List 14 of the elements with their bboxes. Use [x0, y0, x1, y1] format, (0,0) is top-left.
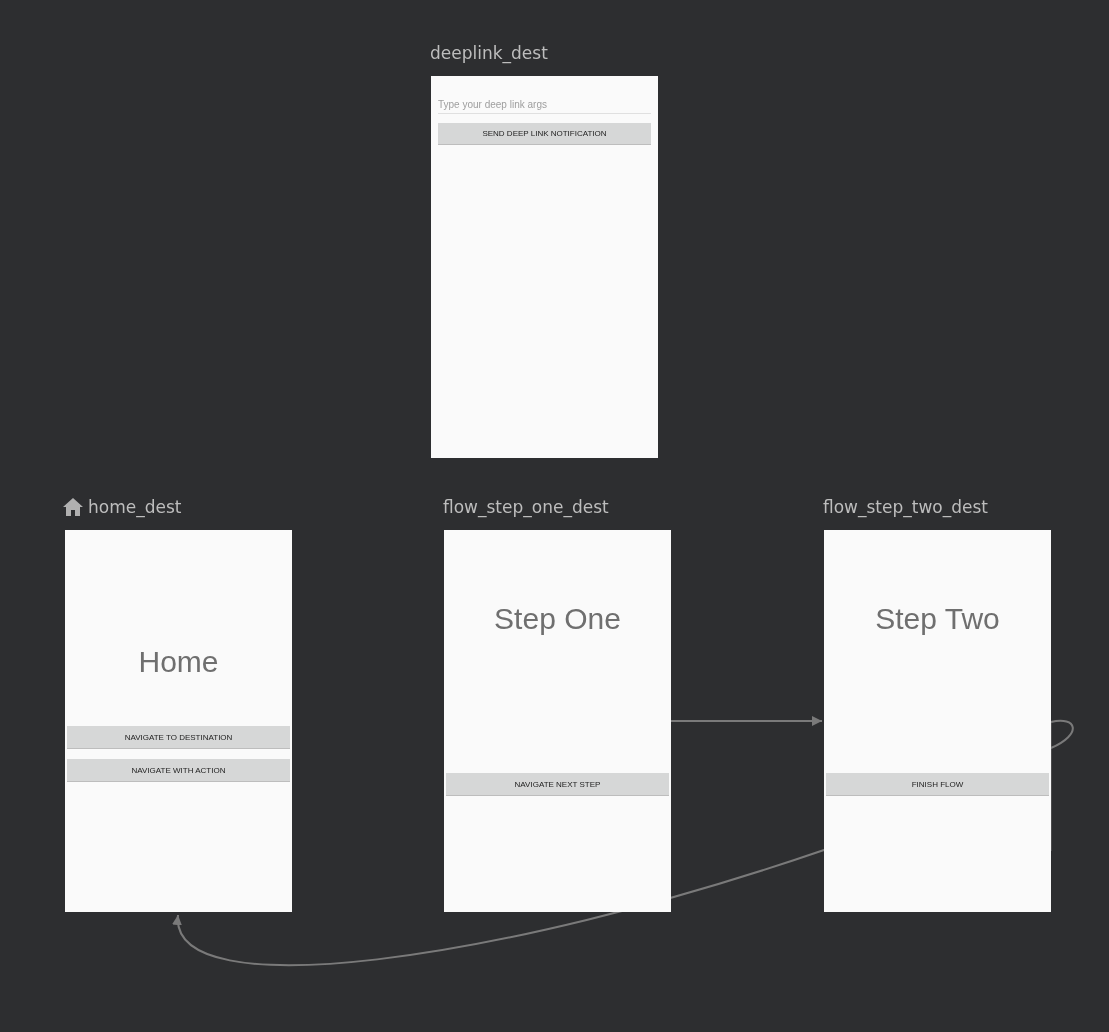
destination-name: flow_step_one_dest — [443, 496, 609, 518]
destination-name: home_dest — [88, 496, 182, 518]
action-button: NAVIGATE TO DESTINATION — [67, 726, 290, 749]
screen-title: Step One — [493, 601, 622, 637]
destination-name: deeplink_dest — [430, 42, 548, 64]
action-button: NAVIGATE NEXT STEP — [446, 773, 669, 796]
destination-name: flow_step_two_dest — [823, 496, 989, 518]
screen-title: Home — [137, 644, 220, 680]
screen-title: Step Two — [874, 601, 1001, 637]
input-field: Type your deep link args — [438, 98, 651, 114]
navigation-arrow — [670, 716, 823, 726]
action-button: SEND DEEP LINK NOTIFICATION — [438, 123, 651, 145]
action-button: NAVIGATE WITH ACTION — [67, 759, 290, 782]
action-button: FINISH FLOW — [826, 773, 1049, 796]
